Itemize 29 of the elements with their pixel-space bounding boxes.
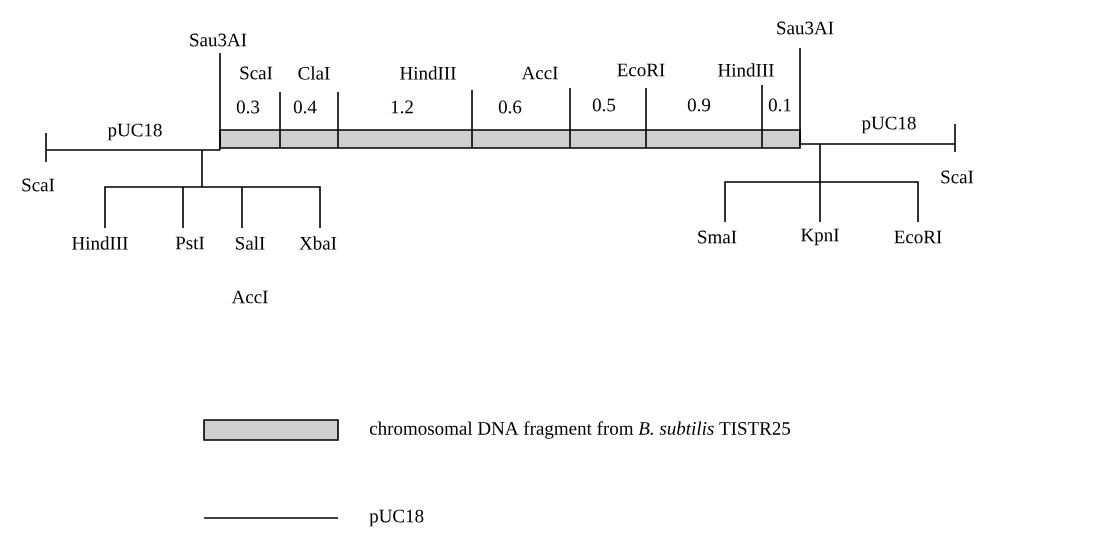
- length-label: 0.1: [768, 98, 791, 112]
- site-label: HindIII: [718, 63, 774, 77]
- site-label: SalI: [235, 236, 265, 250]
- legend-text: pUC18: [369, 509, 424, 527]
- length-label: 0.4: [293, 100, 317, 114]
- site-label: Sau3AI: [190, 33, 247, 47]
- site-label: EcoRI: [894, 230, 942, 244]
- site-label: HindIII: [400, 66, 456, 80]
- site-label: SmaI: [698, 230, 737, 244]
- site-label: ScaI: [240, 66, 273, 80]
- legend-text: chromosomal DNA fragment from B. subtilis TISTR25: [369, 421, 791, 439]
- vector-label: pUC18: [107, 123, 162, 141]
- vector-label: pUC18: [861, 116, 916, 134]
- site-label: XbaI: [299, 236, 337, 250]
- site-label: AccI: [521, 66, 558, 80]
- length-label: 1.2: [391, 100, 413, 114]
- site-label: Sau3AI: [777, 21, 834, 35]
- site-label: PstI: [175, 236, 205, 250]
- site-label: EcoRI: [617, 63, 665, 77]
- site-label: HindIII: [72, 236, 128, 250]
- length-label: 0.3: [236, 100, 260, 114]
- length-label: 0.6: [498, 100, 522, 114]
- site-label: ScaI: [941, 170, 974, 184]
- site-label: ClaI: [298, 66, 330, 80]
- length-label: 0.5: [592, 98, 616, 112]
- length-label: 0.9: [687, 98, 711, 112]
- site-label: KpnI: [801, 228, 839, 246]
- site-label: ScaI: [22, 178, 55, 192]
- site-label: AccI: [231, 290, 268, 304]
